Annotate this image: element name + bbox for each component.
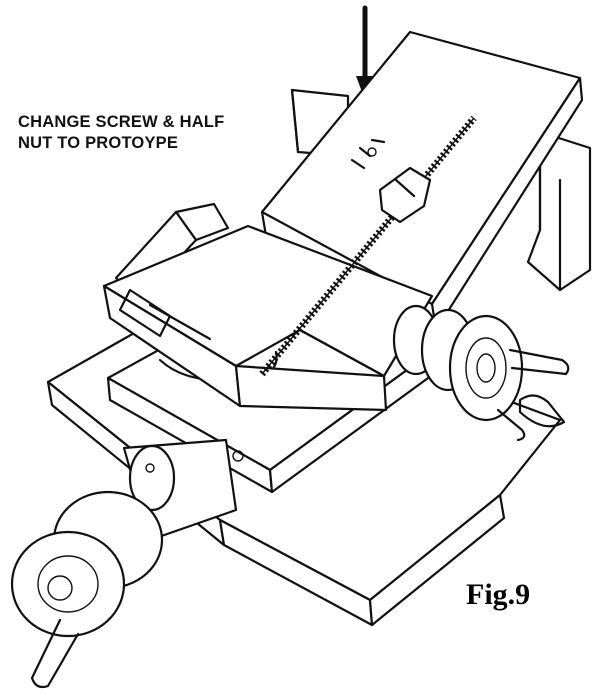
change-screw-callout: CHANGE SCREW & HALF NUT TO PROTOYPE (18, 112, 224, 154)
work-table (102, 224, 434, 412)
upper-carriage (260, 30, 584, 332)
callout-line-1: CHANGE SCREW & HALF (18, 113, 225, 131)
figure-label: Fig.9 (466, 578, 531, 611)
callout-line-2: NUT TO PROTOYPE (18, 134, 179, 152)
half-nut (350, 138, 432, 224)
front-handwheel (10, 438, 244, 689)
right-handwheel (392, 304, 570, 442)
lead-screw (259, 115, 477, 377)
